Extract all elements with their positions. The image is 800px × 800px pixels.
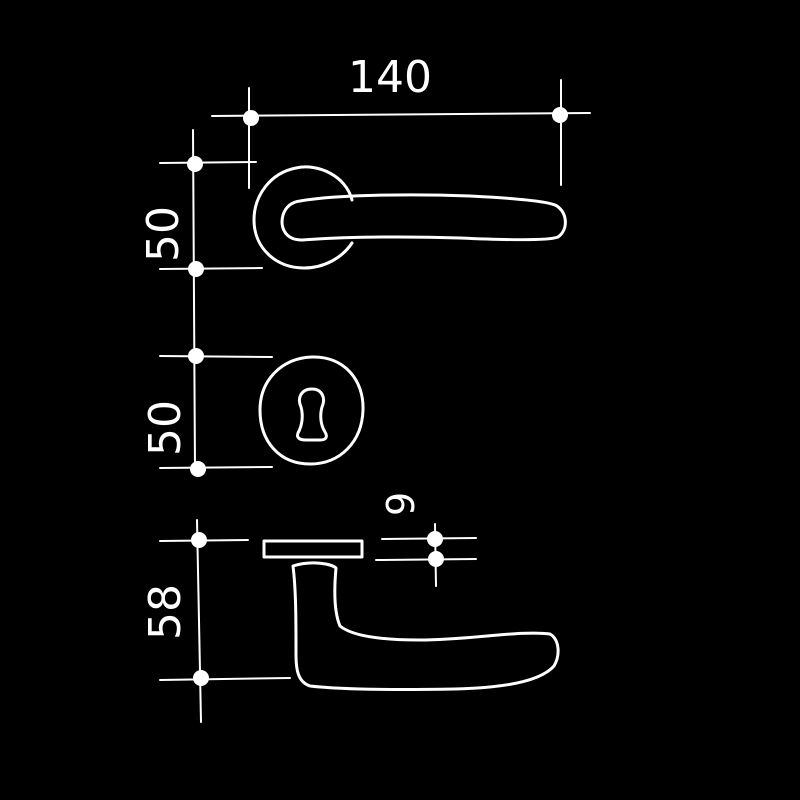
height-dimension-line-upper <box>192 129 196 471</box>
width-tick-right <box>552 107 568 123</box>
escutcheon-height-label: 50 <box>140 400 191 456</box>
height-dimension-line-lower <box>196 519 202 723</box>
tick-rose-bottom <box>188 261 204 277</box>
rose-height-label: 50 <box>138 206 189 262</box>
extension-line-escutcheon-bottom <box>159 466 273 469</box>
lever-handle-side-view <box>262 539 560 692</box>
extension-line-rose-top <box>159 161 257 164</box>
thickness-label: 9 <box>379 492 423 516</box>
thickness-tick-bottom <box>428 551 444 567</box>
keyhole-escutcheon <box>258 355 365 466</box>
extension-line-lever-bottom <box>159 677 291 681</box>
tick-escutcheon-bottom <box>190 461 206 477</box>
width-dimension-line <box>211 112 591 117</box>
keyhole-icon <box>296 387 328 442</box>
lever-handle-front-view <box>252 165 567 270</box>
extension-line-rose-bottom <box>159 267 263 270</box>
width-label: 140 <box>348 52 432 103</box>
height-dimension-chain: 50 50 58 <box>138 129 291 723</box>
tick-lever-top <box>191 532 207 548</box>
thickness-extension-bottom <box>375 558 477 561</box>
escutcheon-outline <box>258 355 365 466</box>
tick-rose-top <box>187 156 203 172</box>
extension-line-escutcheon-top <box>159 355 273 358</box>
lever-height-label: 58 <box>140 584 191 640</box>
tick-escutcheon-top <box>188 348 204 364</box>
width-tick-left <box>243 110 259 126</box>
rose-outline <box>252 165 354 270</box>
lever-outline <box>280 193 567 242</box>
tick-lever-bottom <box>193 670 209 686</box>
rosette-plate <box>262 539 364 559</box>
lever-side-outline <box>291 561 560 692</box>
thickness-tick-top <box>427 531 443 547</box>
rosette-thickness-dimension: 9 <box>375 492 477 587</box>
width-dimension: 140 <box>211 52 591 189</box>
